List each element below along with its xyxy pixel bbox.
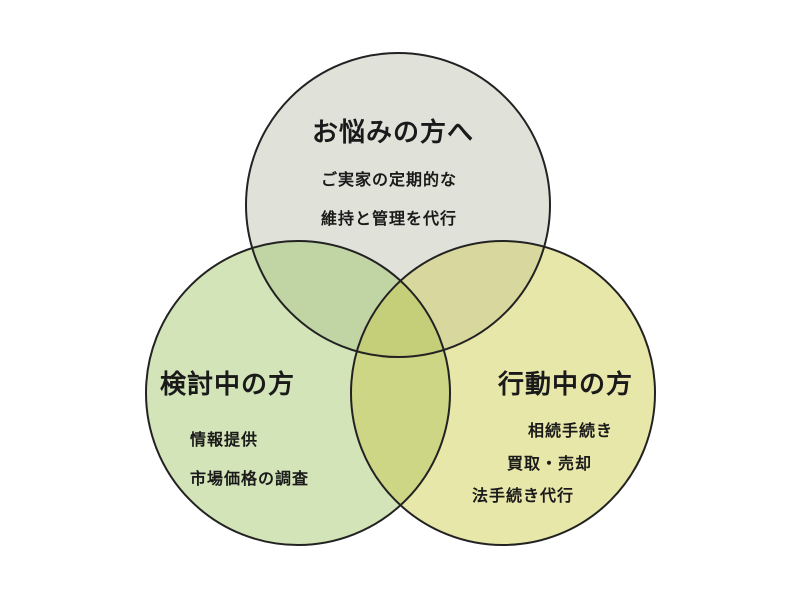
top-set-title: お悩みの方へ [312,118,475,148]
circle-left-outline [145,240,451,546]
left-set-item-2: 市場価格の調査 [190,469,310,488]
top-set-item-2: 維持と管理を代行 [321,209,458,228]
right-set-item-3: 法手続き代行 [472,486,575,505]
top-set-item-1: ご実家の定期的な [321,170,458,189]
overlap-center [351,241,450,357]
right-set-title: 行動中の方 [498,370,634,400]
left-set-title: 検討中の方 [160,370,296,400]
right-set-item-2: 買取・売却 [507,454,593,473]
circle-top-outline [245,52,551,358]
left-set-item-1: 情報提供 [190,430,259,449]
circle-right-outline [350,240,656,546]
right-set-item-1: 相続手続き [528,421,614,440]
